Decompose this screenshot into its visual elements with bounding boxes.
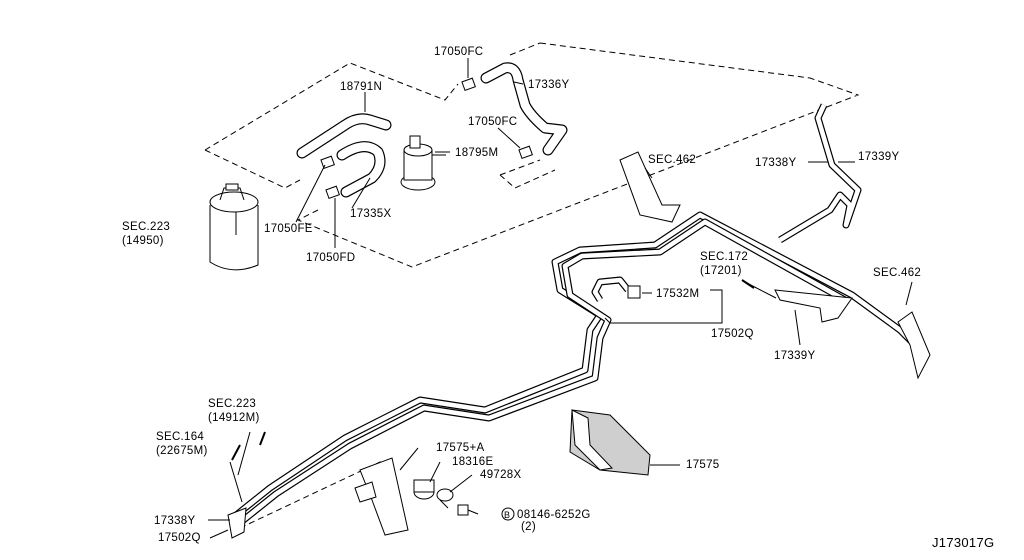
bracket-sec462-right xyxy=(897,311,931,380)
hose-clips xyxy=(320,77,533,200)
valve-18795m xyxy=(400,135,446,191)
label-17502q-mid: 17502Q xyxy=(711,328,754,340)
protector-17575 xyxy=(569,409,651,476)
clip-49728x xyxy=(436,488,454,509)
label-sec172: SEC.172 xyxy=(700,251,748,263)
label-sec462-b: SEC.462 xyxy=(873,267,921,279)
label-17338y-right: 17338Y xyxy=(755,157,796,169)
label-qty-2: (2) xyxy=(521,521,536,533)
label-sec223-b: SEC.223 xyxy=(208,398,256,410)
pipe-protector-lower xyxy=(774,289,853,323)
label-14912m: (14912M) xyxy=(208,412,260,424)
label-17532m: 17532M xyxy=(656,288,699,300)
label-17575a: 17575+A xyxy=(436,442,484,454)
label-17502q-left: 17502Q xyxy=(158,532,201,544)
evap-canister xyxy=(209,183,259,271)
label-17050fe: 17050FE xyxy=(264,223,313,235)
label-bolt-b: B xyxy=(504,510,510,520)
label-sec462-a: SEC.462 xyxy=(648,154,696,166)
pipe-17532m xyxy=(591,276,641,302)
label-17050fc-mid: 17050FC xyxy=(468,116,517,128)
label-17050fd: 17050FD xyxy=(306,252,355,264)
bracket-17575a xyxy=(354,457,435,536)
dashed-assembly-outline xyxy=(204,42,860,268)
label-sec164: SEC.164 xyxy=(156,431,204,443)
label-sec223-a: SEC.223 xyxy=(122,221,170,233)
label-17339y-right: 17339Y xyxy=(858,151,899,163)
label-08146: 08146-6252G xyxy=(517,509,591,521)
diagram-id: J173017G xyxy=(932,535,994,550)
label-18316e: 18316E xyxy=(452,456,493,468)
label-17050fc-top: 17050FC xyxy=(434,46,483,58)
arrows xyxy=(231,279,755,461)
hose-17336y xyxy=(480,62,568,156)
label-18791n: 18791N xyxy=(340,81,382,93)
hose-18791n xyxy=(296,113,392,159)
main-fuel-pipe-bundle xyxy=(227,103,918,529)
label-17338y-left: 17338Y xyxy=(154,515,195,527)
bracket-17338y-left xyxy=(227,507,247,539)
label-17575: 17575 xyxy=(686,459,719,471)
label-49728x: 49728X xyxy=(480,469,521,481)
bolt-08146 xyxy=(457,504,515,521)
label-17336y: 17336Y xyxy=(528,79,569,91)
label-17339y-low: 17339Y xyxy=(774,350,815,362)
pipe-protector-upper xyxy=(619,151,681,223)
label-14950: (14950) xyxy=(122,235,164,247)
label-18795m: 18795M xyxy=(455,147,498,159)
part-labels: 17050FC 17336Y 18791N 17050FC 18795M SEC… xyxy=(122,46,994,550)
label-22675m: (22675M) xyxy=(156,445,208,457)
label-17201: (17201) xyxy=(700,265,742,277)
hose-17335x xyxy=(336,141,386,198)
leader-lines xyxy=(208,58,913,539)
label-17335x: 17335X xyxy=(350,208,391,220)
